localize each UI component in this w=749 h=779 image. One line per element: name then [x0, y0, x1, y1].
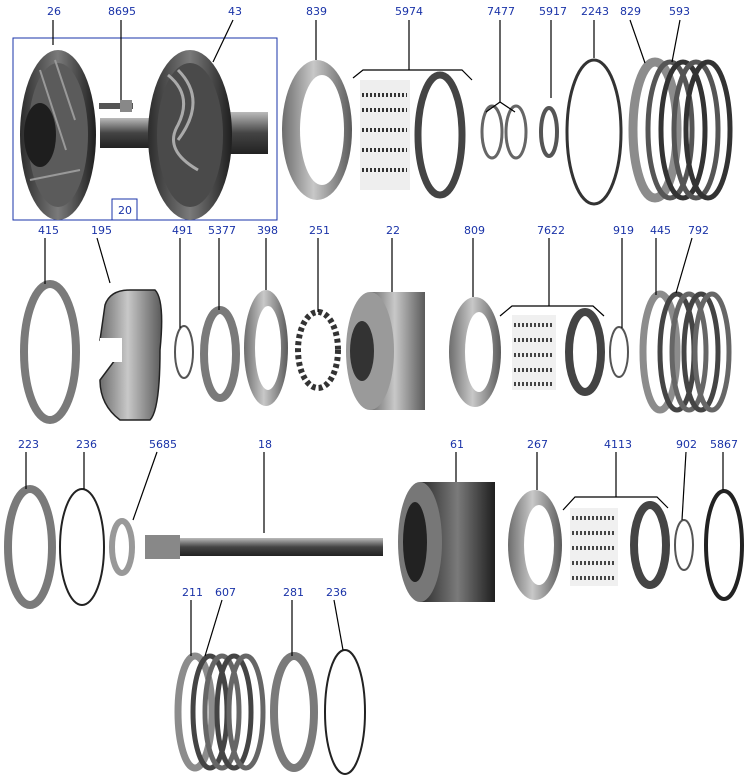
part-18-output-shaft[interactable]	[145, 535, 383, 559]
part-792-clutch-discs[interactable]	[657, 291, 732, 413]
part-43-pump-body[interactable]	[100, 50, 268, 220]
callout-236-b: 236	[326, 586, 347, 599]
callout-2243: 2243	[581, 5, 609, 18]
part-8695-spring[interactable]	[99, 100, 133, 112]
part-7477-snap-rings[interactable]	[480, 104, 528, 160]
callout-22: 22	[386, 224, 400, 237]
part-195-band[interactable]	[99, 289, 163, 421]
part-5685-thrust-washer[interactable]	[109, 518, 135, 576]
callout-902: 902	[676, 438, 697, 451]
callout-415: 415	[38, 224, 59, 237]
part-593-clutch-discs[interactable]	[645, 59, 733, 201]
callout-7622: 7622	[537, 224, 565, 237]
callout-195: 195	[91, 224, 112, 237]
part-398-gear[interactable]	[244, 290, 288, 406]
part-5917-washer[interactable]	[539, 106, 559, 158]
part-236-snap-ring-b[interactable]	[324, 649, 366, 775]
part-415-reaction-plate[interactable]	[20, 280, 80, 424]
callout-223: 223	[18, 438, 39, 451]
callout-593: 593	[669, 5, 690, 18]
callout-5974: 5974	[395, 5, 423, 18]
callout-792: 792	[688, 224, 709, 237]
part-607-clutch-discs[interactable]	[190, 653, 266, 771]
callout-211: 211	[182, 586, 203, 599]
part-919-snap-ring[interactable]	[609, 326, 629, 378]
part-281-reaction-plate[interactable]	[270, 652, 318, 772]
part-2243-snap-ring[interactable]	[565, 58, 623, 206]
callout-labels: 26 8695 43 839 5974 7477 5917 2243 829 5…	[18, 5, 738, 599]
callout-5685: 5685	[149, 438, 177, 451]
part-251-sprag[interactable]	[295, 309, 341, 391]
callout-8695: 8695	[108, 5, 136, 18]
part-491-snap-ring[interactable]	[174, 325, 194, 379]
callout-5377: 5377	[208, 224, 236, 237]
callout-236-a: 236	[76, 438, 97, 451]
part-839-seal[interactable]	[282, 60, 352, 200]
part-902-snap-ring[interactable]	[674, 519, 694, 571]
group-label: 20	[118, 204, 132, 217]
callout-607: 607	[215, 586, 236, 599]
part-445-pressure-plate[interactable]	[639, 290, 681, 414]
callout-398: 398	[257, 224, 278, 237]
part-5867-ring[interactable]	[704, 489, 744, 601]
part-5974-spring-pack[interactable]	[360, 71, 466, 199]
part-7622-springs-plate[interactable]	[512, 308, 605, 396]
callout-26: 26	[47, 5, 61, 18]
callout-251: 251	[309, 224, 330, 237]
callout-445: 445	[650, 224, 671, 237]
part-223-reaction-plate[interactable]	[4, 485, 56, 609]
callout-18: 18	[258, 438, 272, 451]
leader-lines	[25, 19, 724, 657]
callout-829: 829	[620, 5, 641, 18]
part-61-drum[interactable]	[398, 482, 495, 602]
callout-281: 281	[283, 586, 304, 599]
callout-839: 839	[306, 5, 327, 18]
group-box-pump-assembly	[12, 37, 278, 221]
callout-43: 43	[228, 5, 242, 18]
callout-61: 61	[450, 438, 464, 451]
part-211-pressure-plate[interactable]	[174, 652, 216, 772]
callout-809: 809	[464, 224, 485, 237]
callout-5867: 5867	[710, 438, 738, 451]
callout-4113: 4113	[604, 438, 632, 451]
part-809-piston[interactable]	[449, 297, 501, 407]
callout-7477: 7477	[487, 5, 515, 18]
callout-919: 919	[613, 224, 634, 237]
callout-491: 491	[172, 224, 193, 237]
part-22-drum[interactable]	[346, 292, 425, 410]
part-267-piston[interactable]	[508, 490, 562, 600]
callout-5917: 5917	[539, 5, 567, 18]
part-26-pump-cover[interactable]	[20, 50, 96, 220]
callout-267: 267	[527, 438, 548, 451]
part-236-snap-ring-a[interactable]	[59, 488, 105, 606]
group-label-box	[111, 198, 138, 221]
part-4113-springs-plate[interactable]	[570, 501, 670, 589]
part-5377-sprag-race[interactable]	[200, 306, 240, 402]
part-829-pressure-plate[interactable]	[628, 57, 682, 203]
